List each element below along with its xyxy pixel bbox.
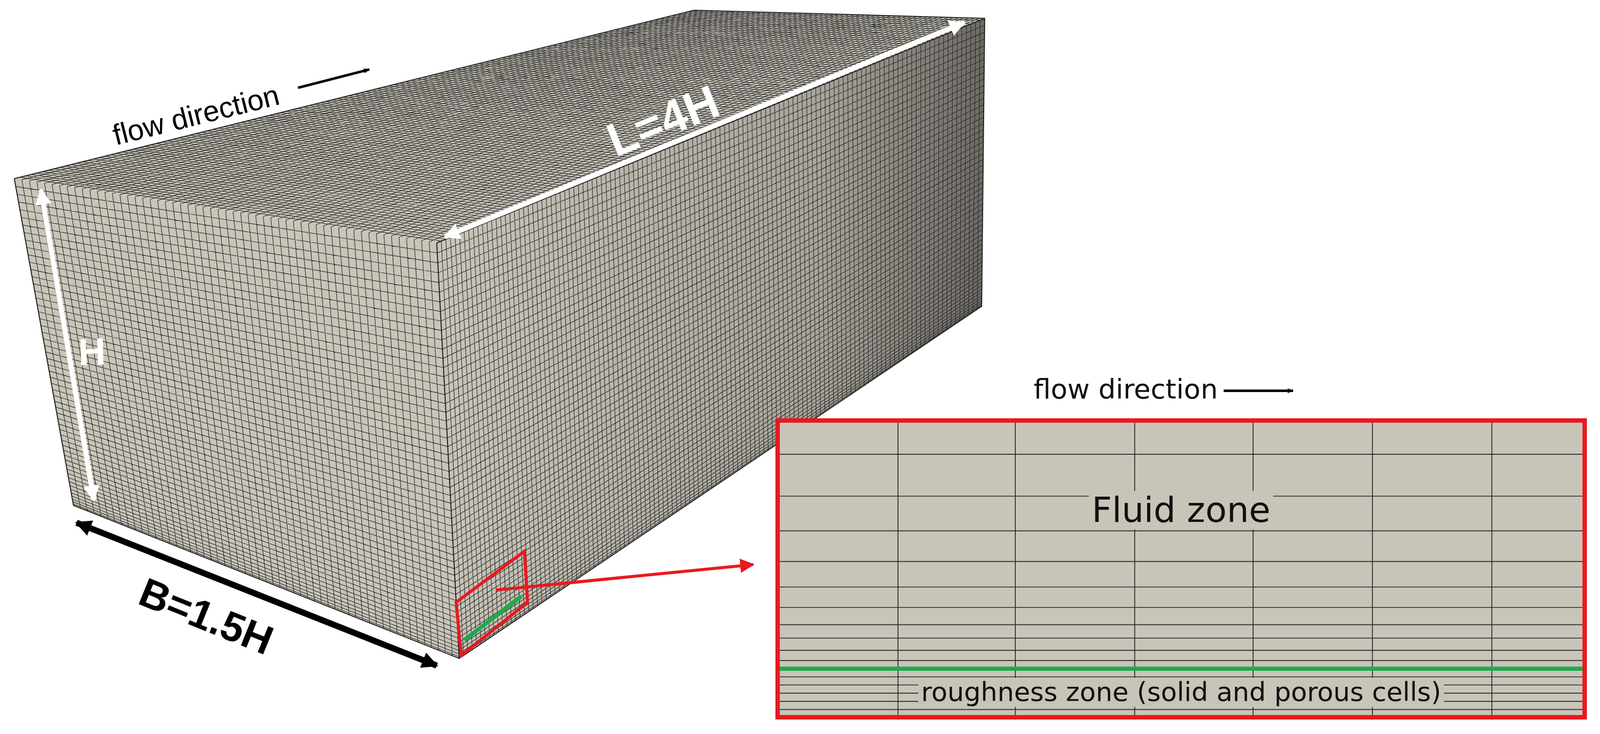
fluid-band: Fluid zone xyxy=(779,422,1583,669)
roughness-band: roughness zone (solid and porous cells) xyxy=(779,669,1583,716)
detail-marker xyxy=(456,551,528,656)
inset-grid xyxy=(775,418,1587,720)
zone-label: roughness zone (solid and porous cells) xyxy=(917,678,1444,707)
leader-arrow xyxy=(495,564,754,591)
flow-arrow xyxy=(297,69,370,89)
detail-inset: Fluid zone roughness zone (solid and poro… xyxy=(775,418,1587,720)
box-edge xyxy=(436,18,985,244)
dimension-label: L=4H xyxy=(600,74,727,166)
mesh-face-lines xyxy=(19,10,981,242)
inset-heading: flow direction xyxy=(1033,374,1219,405)
flow-arrow xyxy=(1223,389,1294,393)
roughness-line xyxy=(777,666,1585,671)
roughness-line xyxy=(464,596,522,641)
box-edge xyxy=(436,243,460,659)
width-arrow xyxy=(76,522,437,666)
length-arrow xyxy=(445,22,965,237)
inset-ground xyxy=(775,418,1587,720)
flow-label: flow direction xyxy=(109,79,283,152)
zone-label: Fluid zone xyxy=(1088,490,1274,530)
dimension-label: H xyxy=(77,330,107,374)
dimension-label: B=1.5H xyxy=(132,569,280,664)
